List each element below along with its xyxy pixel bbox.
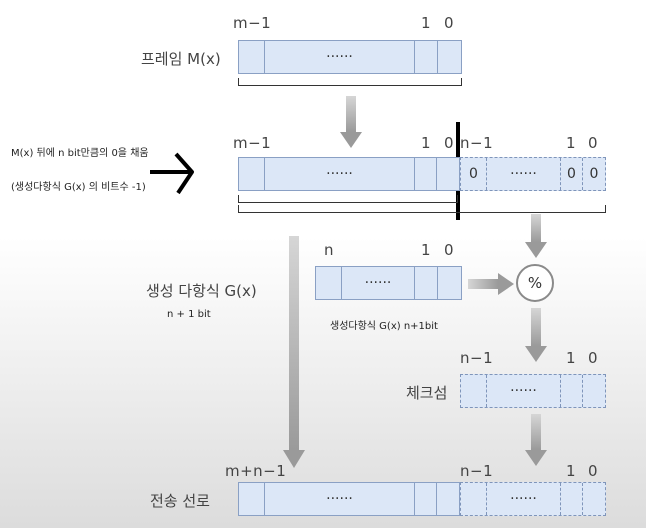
shifted-append-high: n−1 xyxy=(460,134,494,152)
shifted-append-register: 0 ······ 0 0 xyxy=(460,157,606,191)
transmission-bit-zero: 0 xyxy=(588,462,599,480)
generator-bit-zero: 0 xyxy=(444,241,455,259)
arrow-down-2 xyxy=(525,214,547,258)
frame-bit-high: m−1 xyxy=(233,14,272,32)
frame-register: ······ xyxy=(238,40,462,74)
modulo-operator: % xyxy=(516,264,554,302)
shifted-append-dots: ······ xyxy=(487,158,561,190)
shifted-append-one: 1 xyxy=(566,134,577,152)
transmission-cell-dots: ······ xyxy=(265,483,415,515)
modulo-symbol: % xyxy=(527,274,543,292)
transmission-cell-high xyxy=(239,483,265,515)
shifted-zero-cell-b: 0 xyxy=(561,158,583,190)
checksum-bit-one: 1 xyxy=(566,349,577,367)
transmission-checksum-dots: ······ xyxy=(487,483,561,515)
generator-bits-note: n + 1 bit xyxy=(167,309,211,320)
shifted-cell-dots: ······ xyxy=(265,158,415,190)
shifted-bit-one: 1 xyxy=(421,134,432,152)
generator-cell-one xyxy=(415,267,438,299)
checksum-cell-one xyxy=(561,375,583,407)
transmission-register: ······ xyxy=(238,482,460,516)
frame-cell-dots: ······ xyxy=(265,41,415,73)
generator-register: ······ xyxy=(315,266,462,300)
shifted-zero-cell-a: 0 xyxy=(461,158,487,190)
frame-bit-zero: 0 xyxy=(444,14,455,32)
generator-cell-dots: ······ xyxy=(342,267,415,299)
frame-cell-one xyxy=(415,41,438,73)
shifted-cell-high xyxy=(239,158,265,190)
checksum-bit-zero: 0 xyxy=(588,349,599,367)
shifted-append-zero: 0 xyxy=(588,134,599,152)
checksum-bit-high: n−1 xyxy=(460,349,494,367)
generator-cell-zero xyxy=(438,267,461,299)
shifted-bit-zero: 0 xyxy=(444,134,455,152)
generator-caption: 생성다항식 G(x) n+1bit xyxy=(330,321,438,332)
frame-bit-one: 1 xyxy=(421,14,432,32)
checksum-title: 체크섬 xyxy=(406,384,448,402)
generator-cell-high xyxy=(316,267,342,299)
pen-arrow xyxy=(150,152,194,195)
frame-title: 프레임 M(x) xyxy=(141,50,221,68)
shifted-bit-high: m−1 xyxy=(233,134,272,152)
shifted-bracket-right xyxy=(238,205,606,213)
arrow-down-4 xyxy=(525,414,547,466)
frame-bracket xyxy=(238,78,462,86)
transmission-bit-one: 1 xyxy=(566,462,577,480)
transmission-bit-high: m+n−1 xyxy=(225,462,287,480)
frame-cell-zero xyxy=(438,41,461,73)
generator-bit-one: 1 xyxy=(421,241,432,259)
shifted-cell-zero xyxy=(437,158,459,190)
transmission-title: 전송 선로 xyxy=(150,492,210,510)
transmission-checksum-zero xyxy=(583,483,605,515)
arrow-down-1 xyxy=(340,96,362,148)
transmission-cell-zero xyxy=(437,483,459,515)
generator-title: 생성 다항식 G(x) xyxy=(146,282,257,300)
transmission-checksum-one xyxy=(561,483,583,515)
checksum-cell-high xyxy=(461,375,487,407)
arrow-down-3 xyxy=(525,308,547,362)
transmission-bit-high2: n−1 xyxy=(460,462,494,480)
transmission-checksum-high xyxy=(461,483,487,515)
annotation-line1: M(x) 뒤에 n bit만큼의 0을 채움 xyxy=(11,148,149,159)
arrow-right-generator xyxy=(468,273,514,295)
shifted-bracket-left xyxy=(238,195,458,203)
arrow-down-long xyxy=(283,236,305,468)
checksum-register: ······ xyxy=(460,374,606,408)
checksum-cell-dots: ······ xyxy=(487,375,561,407)
shifted-cell-one xyxy=(415,158,437,190)
transmission-cell-one xyxy=(415,483,437,515)
frame-cell-high xyxy=(239,41,265,73)
generator-bit-high: n xyxy=(324,241,335,259)
annotation-line2: (생성다항식 G(x) 의 비트수 -1) xyxy=(11,182,146,193)
transmission-checksum-register: ······ xyxy=(460,482,606,516)
checksum-cell-zero xyxy=(583,375,605,407)
shifted-register: ······ xyxy=(238,157,460,191)
shifted-zero-cell-c: 0 xyxy=(589,166,599,182)
